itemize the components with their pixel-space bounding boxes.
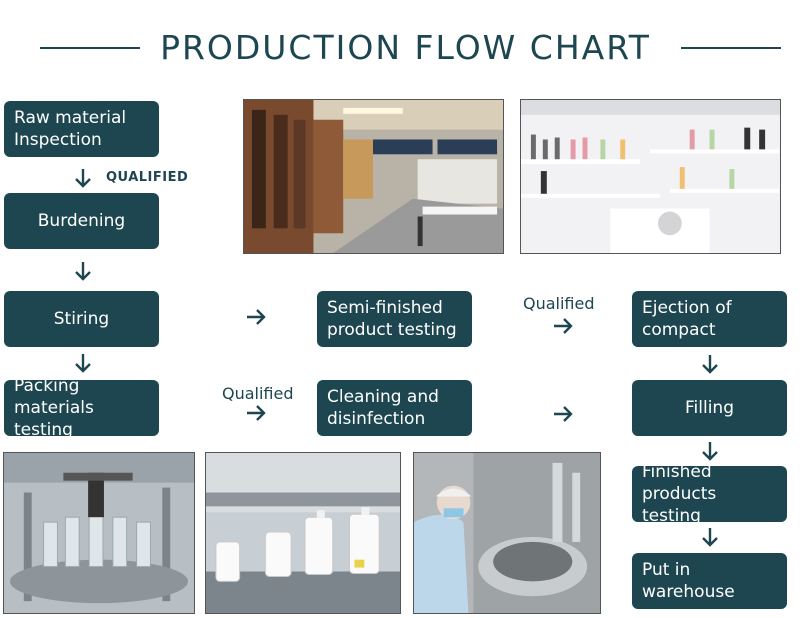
step-ejection: Ejection of compact [632,291,787,347]
step-raw-material-label: Raw material Inspection [14,108,127,150]
mixing-tank-worker-photo [413,452,601,614]
arrow-down-icon [70,165,96,191]
step-cleaning: Cleaning and disinfection [317,380,472,436]
step-burdening: Burdening [4,193,159,249]
step-filling: Filling [632,380,787,436]
qualified-label-1: Qualified [222,384,294,403]
bottle-line-photo [205,452,401,614]
filling-machine-photo [3,452,195,614]
step-raw-material: Raw material Inspection [4,101,159,157]
title-line-right [681,47,781,49]
display-shelf-photo [520,99,781,254]
step-packing-label: Packing materials testing [14,376,94,440]
arrow-right-icon [243,304,269,330]
arrow-down-icon [70,350,96,376]
step-ejection-label: Ejection of compact [642,298,732,340]
page-title: PRODUCTION FLOW CHART [160,28,651,67]
arrow-down-icon [697,524,723,550]
step-cleaning-label: Cleaning and disinfection [327,387,439,429]
arrow-down-icon [70,258,96,284]
title-line-left [40,47,140,49]
arrow-right-icon [550,313,576,339]
step-stiring-label: Stiring [53,309,110,329]
step-semi-finished-label: Semi-finished product testing [327,298,457,340]
arrow-right-icon [243,400,269,426]
step-burdening-label: Burdening [37,211,126,231]
arrow-right-icon [550,401,576,427]
qualified-label-upper: QUALIFIED [106,170,189,185]
step-warehouse-label: Put in warehouse [642,560,735,602]
step-stiring: Stiring [4,291,159,347]
showroom-photo [243,99,504,254]
title-bar: PRODUCTION FLOW CHART [0,22,811,74]
arrow-down-icon [697,438,723,464]
step-semi-finished: Semi-finished product testing [317,291,472,347]
step-finished-label: Finished products testing [642,462,717,526]
step-finished: Finished products testing [632,462,787,526]
step-filling-label: Filling [685,398,734,418]
step-warehouse: Put in warehouse [632,553,787,609]
arrow-down-icon [697,351,723,377]
step-packing: Packing materials testing [4,376,159,440]
qualified-label-2: Qualified [523,294,595,313]
